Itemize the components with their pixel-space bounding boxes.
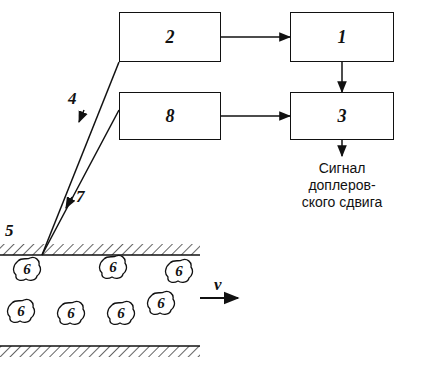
signal-label: Сигнал доплеров- ского сдвига (300, 160, 384, 211)
label-holder: 4 (68, 90, 77, 108)
flow-arrow (200, 297, 238, 299)
particle-blob: 6 (12, 256, 42, 282)
callout-number: 4 (68, 89, 77, 108)
callout-number: 6 (175, 264, 183, 279)
callout-number: 6 (109, 260, 117, 275)
particle-blob: 6 (6, 298, 36, 324)
callout-number: v (214, 275, 222, 294)
label-holder: 7 (76, 188, 85, 206)
pipe-wall (0, 346, 200, 357)
particle-blob: 6 (164, 258, 194, 284)
process-box: 1 (290, 12, 394, 62)
pipe-wall-edge (0, 345, 200, 347)
output-arrow (341, 140, 343, 156)
process-box: 2 (119, 12, 221, 62)
callout-number: 7 (76, 187, 85, 206)
callout-number: 6 (17, 304, 25, 319)
signal-arrow (341, 62, 343, 92)
callout-number: 5 (5, 221, 14, 240)
callout-number: 6 (117, 306, 125, 321)
label-holder: Сигнал доплеров- ского сдвига (300, 160, 384, 211)
particle-blob: 6 (106, 300, 136, 326)
label-holder: v (214, 276, 222, 294)
callout-number: 6 (157, 296, 165, 311)
beam-arrow (79, 110, 84, 122)
box-number: 3 (338, 107, 347, 125)
box-number: 2 (166, 28, 175, 46)
pipe-wall (0, 244, 200, 255)
label-holder: 5 (5, 222, 14, 240)
signal-arrow (221, 115, 290, 117)
box-number: 1 (338, 28, 347, 46)
callout-number: 6 (23, 262, 31, 277)
beam-line (42, 62, 119, 255)
beam-line (42, 110, 119, 255)
beam-arrow (66, 197, 72, 208)
process-box: 3 (290, 92, 394, 140)
process-box: 8 (119, 92, 221, 140)
particle-blob: 6 (98, 254, 128, 280)
callout-number: 6 (67, 306, 75, 321)
pipe-wall-edge (0, 254, 200, 256)
box-number: 8 (166, 107, 175, 125)
signal-arrow (221, 36, 290, 38)
particle-blob: 6 (146, 290, 176, 316)
particle-blob: 6 (56, 300, 86, 326)
